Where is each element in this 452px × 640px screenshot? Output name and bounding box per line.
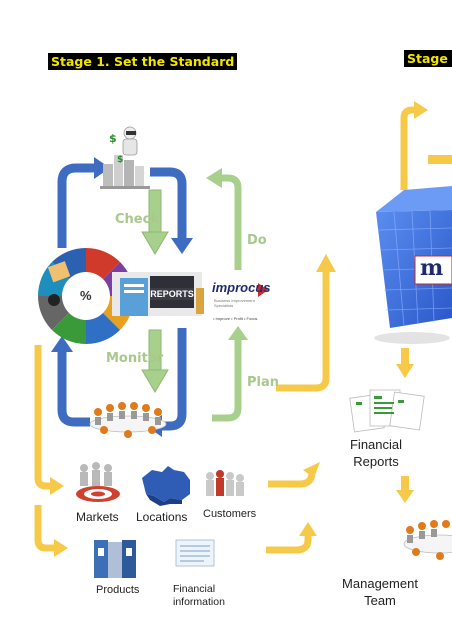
blue-arrow-right-down: [150, 167, 193, 254]
products-label: Products: [96, 584, 140, 596]
management-team-label-line2: Team: [364, 593, 396, 608]
meeting-team-figure: [89, 402, 167, 438]
improcus-logo-brand: improcus: [212, 280, 271, 295]
logo-dots: [258, 283, 268, 297]
yellow-arrowhead-mt: [299, 522, 317, 536]
green-arrow-monitor: [141, 329, 169, 393]
stage-2-label: Stage 2.: [404, 50, 452, 67]
improcus-logo-tagline: Business Improvement Specialists: [214, 298, 255, 308]
financial-reports-label-line2: Reports: [353, 454, 399, 469]
svg-text:$: $: [117, 155, 123, 165]
green-arrow-check: [141, 189, 169, 255]
financial-reports-icon: [349, 389, 425, 433]
green-arrow-plan: [212, 326, 248, 422]
financial-reports-label-line1: Financial: [349, 437, 403, 452]
products-icon: [94, 540, 136, 578]
stage-1-label: Stage 1. Set the Standard: [48, 53, 238, 70]
financial-information-icon: [175, 539, 215, 567]
yellow-arrowhead-fr: [303, 462, 320, 478]
cube-logo-label: m: [420, 255, 444, 281]
blue-arrow-left-down: [51, 336, 90, 427]
check-label: Check: [115, 212, 159, 227]
improcus-logo-footer: • Improve • Profit • Focus: [213, 316, 258, 321]
markets-label: Markets: [76, 510, 119, 524]
yellow-arrow-to-markets: [34, 345, 52, 490]
customers-label: Customers: [203, 508, 257, 520]
yellow-arrowhead-products: [54, 539, 68, 557]
financial-information-label-line2: information: [173, 596, 225, 608]
management-team-label-line1: Management: [342, 576, 418, 591]
svg-text:$: $: [109, 132, 117, 145]
data-cube: [374, 186, 452, 344]
locations-label: Locations: [136, 510, 188, 524]
yellow-arrowhead-cube: [316, 254, 336, 272]
australia-map-icon: [142, 466, 190, 506]
yellow-arrow-down-fr: [396, 348, 414, 378]
wheel-center-label: %: [80, 288, 92, 303]
management-team-figure: [403, 520, 452, 560]
yellow-arrow-up-cube: [276, 270, 330, 392]
blue-arrow-left-up: [57, 157, 110, 248]
yellow-arrowhead-markets: [50, 477, 64, 495]
yellow-arrowhead-top: [414, 101, 428, 119]
reports-box-label: REPORTS: [150, 288, 194, 300]
green-arrow-do: [206, 168, 242, 270]
yellow-bar-right: [428, 155, 452, 164]
monitor-label: Monitor: [106, 351, 164, 366]
financial-information-label-line1: Financial: [173, 583, 216, 595]
yellow-arrow-to-management: [266, 534, 312, 554]
customers-icon: [206, 470, 244, 496]
do-label: Do: [247, 233, 267, 248]
yellow-arrow-to-products: [34, 505, 56, 552]
markets-icon: [76, 462, 120, 502]
plan-label: Plan: [247, 375, 280, 390]
yellow-arrow-top-right: [400, 106, 416, 190]
yellow-arrow-down-mt: [396, 476, 414, 503]
buildings-figure: $ $: [100, 126, 150, 189]
